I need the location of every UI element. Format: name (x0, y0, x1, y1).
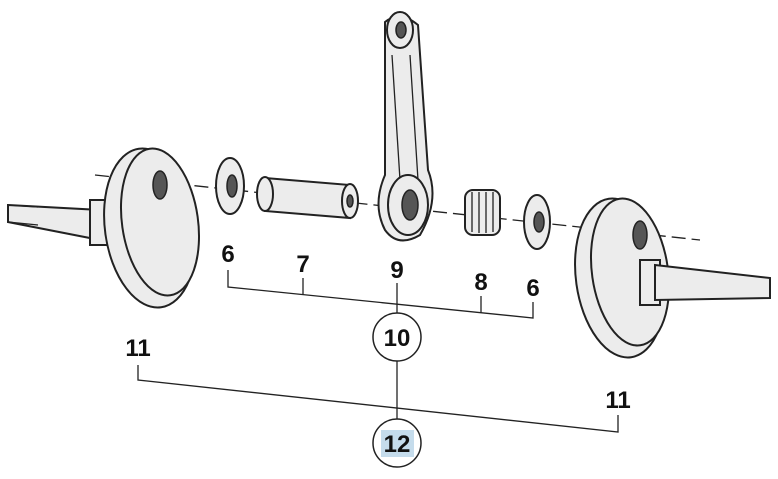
label-flywheel-right: 11 (605, 387, 630, 414)
label-conrod: 9 (390, 257, 403, 284)
left-flywheel (7, 147, 201, 309)
label-flywheel-left: 11 (125, 335, 150, 362)
crank-pin (256, 176, 359, 220)
callout-12[interactable]: 12 (372, 418, 422, 468)
right-flywheel (574, 197, 771, 359)
washer-right (523, 194, 551, 250)
connecting-rod (377, 11, 434, 242)
needle-bearing (464, 189, 501, 236)
svg-text:10: 10 (384, 325, 411, 352)
label-bearing: 8 (474, 269, 487, 296)
highlight (381, 430, 414, 457)
label-pin: 7 (296, 251, 309, 278)
leader-lines (137, 270, 619, 433)
svg-text:12: 12 (384, 431, 411, 458)
washer-left (215, 157, 245, 215)
callout-10[interactable]: 10 (372, 312, 422, 362)
label-washer-right: 6 (526, 275, 539, 302)
label-washer-left: 6 (221, 241, 234, 268)
